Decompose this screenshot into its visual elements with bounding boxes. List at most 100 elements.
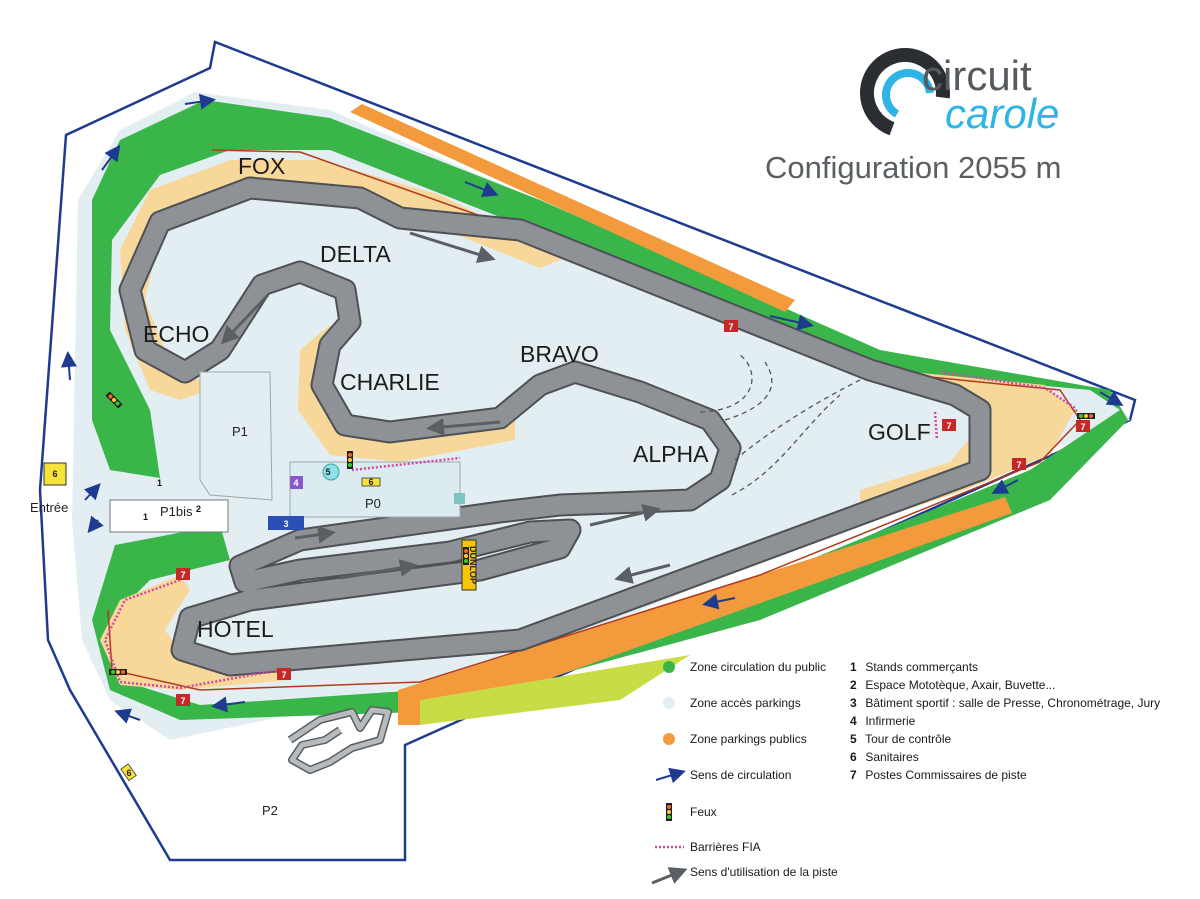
logo-word-circuit: circuit	[922, 52, 1032, 99]
marshal-posts: 7 7 7 7 7 7 7	[176, 320, 1090, 706]
legend-num: 7	[850, 768, 857, 782]
svg-text:7: 7	[180, 696, 185, 706]
circulation-arrows	[60, 93, 1124, 724]
sanitary-box-entrance	[43, 462, 67, 486]
corner-golf: GOLF	[868, 419, 931, 445]
legend-entry: 1 Stands commerçants	[850, 658, 1160, 676]
marker-stand: 1	[143, 512, 148, 522]
parking-north	[350, 104, 795, 312]
svg-text:7: 7	[1080, 422, 1085, 432]
legend-dot-access	[663, 697, 675, 709]
legend-text: Sanitaires	[865, 750, 919, 764]
marker-moto: 2	[196, 504, 201, 514]
legend-text: Infirmerie	[865, 714, 916, 728]
legend-text: Postes Commissaires de piste	[865, 768, 1027, 782]
legend-item: Feux	[690, 805, 717, 819]
legend-item: Zone accès parkings	[690, 696, 801, 710]
legend-num: 4	[850, 714, 857, 728]
sanitary-box-south	[120, 763, 137, 782]
stands-building	[109, 499, 229, 533]
legend-num: 1	[850, 660, 857, 674]
label-dunlop: DUNLOP	[468, 546, 478, 584]
pit-box	[454, 493, 465, 504]
legend-text: Tour de contrôle	[865, 732, 952, 746]
legend-entry: 2 Espace Mototèque, Axair, Buvette...	[850, 676, 1160, 694]
legend-item: Zone circulation du public	[690, 660, 827, 674]
marshal-post: 7	[1012, 458, 1026, 470]
corner-hotel: HOTEL	[197, 616, 274, 642]
label-p2: P2	[262, 803, 278, 818]
sanitary-box-pits	[361, 477, 381, 487]
parking-southeast	[398, 497, 1012, 725]
legend-light-icon	[666, 803, 672, 821]
marker-sanitary-entrance: 6	[52, 469, 57, 479]
legend-dot-parking	[663, 733, 675, 745]
race-track-surface	[120, 178, 990, 675]
legend-entry: 7 Postes Commissaires de piste	[850, 766, 1160, 784]
legend-num: 6	[850, 750, 857, 764]
legend-entry: 6 Sanitaires	[850, 748, 1160, 766]
corner-fox: FOX	[238, 153, 285, 179]
marker-sport: 3	[283, 519, 288, 529]
corner-delta: DELTA	[320, 241, 391, 267]
legend-item: Sens de circulation	[690, 768, 792, 782]
legend-num: 3	[850, 696, 857, 710]
legend-entry: 5 Tour de contrôle	[850, 730, 1160, 748]
marshal-post: 7	[1076, 420, 1090, 432]
pit-building	[289, 461, 461, 518]
karting-track-surface	[288, 707, 391, 773]
marshal-post: 7	[176, 568, 190, 580]
legend-symbols	[651, 661, 688, 885]
legend-dot-public	[663, 661, 675, 673]
svg-text:7: 7	[180, 570, 185, 580]
label-p1bis: P1bis	[160, 504, 193, 519]
marshal-post: 7	[176, 694, 190, 706]
traffic-lights	[105, 391, 1095, 675]
control-tower	[322, 463, 340, 481]
legend-entry: 3 Bâtiment sportif : salle de Presse, Ch…	[850, 694, 1160, 712]
corner-charlie: CHARLIE	[340, 369, 440, 395]
corner-echo: ECHO	[143, 321, 209, 347]
infirmary-box	[290, 476, 303, 489]
parking-p1-area	[199, 371, 273, 501]
marker-infirmary: 4	[293, 478, 298, 488]
marker-sanitary-south: 6	[126, 768, 131, 778]
marshal-post: 7	[724, 320, 738, 332]
svg-text:7: 7	[946, 421, 951, 431]
parking-southeast-grass	[420, 655, 690, 725]
legend-right: 1 Stands commerçants 2 Espace Mototèque,…	[850, 658, 1160, 784]
legend-item: Sens d'utilisation de la piste	[690, 865, 838, 879]
marker-stand-north: 1	[157, 478, 162, 488]
label-entrance: Entrée	[30, 500, 68, 515]
legend-arrow-blue-icon	[655, 767, 686, 784]
sport-building	[268, 516, 304, 530]
label-p1: P1	[232, 424, 248, 439]
legend-text: Stands commerçants	[865, 660, 979, 674]
alternative-links	[699, 354, 861, 496]
legend-text: Bâtiment sportif : salle de Presse, Chro…	[865, 696, 1161, 710]
label-p0: P0	[365, 496, 381, 511]
svg-text:7: 7	[728, 322, 733, 332]
runoff-hotel	[100, 575, 290, 690]
logo-swoosh-icon	[859, 48, 950, 138]
legend-num: 2	[850, 678, 857, 692]
marshal-post: 7	[942, 419, 956, 431]
marker-sanitary-pits: 6	[368, 477, 373, 487]
svg-text:7: 7	[1016, 460, 1021, 470]
legend-arrow-grey-icon	[651, 867, 688, 885]
public-circulation-zone	[92, 100, 1128, 720]
circuit-carole-logo: circuit carole	[859, 48, 1059, 138]
legend-item: Zone parkings publics	[690, 732, 807, 746]
marshal-post: 7	[277, 668, 291, 680]
legend-num: 5	[850, 732, 857, 746]
svg-text:7: 7	[281, 670, 286, 680]
track-direction-arrows	[220, 231, 671, 584]
corner-bravo: BRAVO	[520, 341, 599, 367]
config-title: Configuration 2055 m	[765, 150, 1062, 185]
logo-word-carole: carole	[945, 90, 1059, 137]
legend-entry: 4 Infirmerie	[850, 712, 1160, 730]
logo-swoosh-inner-icon	[882, 69, 934, 121]
legend-item: Barrières FIA	[690, 840, 761, 854]
legend-text: Espace Mototèque, Axair, Buvette...	[865, 678, 1056, 692]
